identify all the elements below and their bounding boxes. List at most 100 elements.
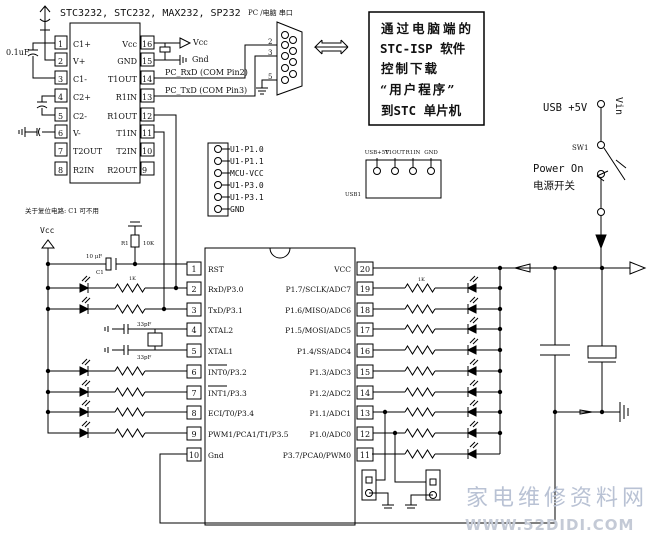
v-plus-wire <box>39 5 55 61</box>
r1out-wire <box>154 114 177 288</box>
power-cap-2 <box>587 268 617 412</box>
pin-name: VCC <box>333 265 351 274</box>
resistor-icon <box>404 304 436 314</box>
pin-name: P1.7/SCLK/ADC7 <box>286 285 352 294</box>
txd-label: PC_TxD (COM Pin3) <box>165 86 247 95</box>
pin-name: R2IN <box>73 166 94 175</box>
led-icon <box>466 428 477 438</box>
programming-header <box>207 142 229 217</box>
pin-box <box>186 302 202 317</box>
pin-name: P1.0/ADC0 <box>310 430 352 439</box>
pin-box <box>186 426 202 441</box>
pin-number: 9 <box>142 166 147 175</box>
pin-box <box>54 70 68 85</box>
pin-box <box>356 302 374 317</box>
db9-title: PC /电脑 串口 <box>248 8 293 17</box>
pin-name: XTAL2 <box>208 326 233 335</box>
terminal-icon <box>597 208 605 216</box>
resistor-icon <box>404 366 436 376</box>
resistor-icon <box>114 387 146 397</box>
pin-name: INT1/P3.3 <box>208 389 247 398</box>
resistor-icon <box>404 345 436 355</box>
vcc-label-left: Vcc <box>40 226 55 235</box>
junction-dot <box>599 409 605 415</box>
pin-number: 8 <box>58 166 63 175</box>
led-icon <box>79 407 90 417</box>
db9-pin-icon <box>281 64 289 72</box>
led-light-icon <box>469 337 479 345</box>
pin-name: T2OUT <box>73 147 103 156</box>
double-arrow-body <box>321 40 342 54</box>
usb-label: USB+5V <box>365 150 391 156</box>
pin-number: 12 <box>142 112 152 121</box>
usb-pin-icon <box>409 167 417 175</box>
pin-name: V- <box>72 129 81 138</box>
pin-number: 2 <box>58 57 63 66</box>
db9-pin-3: 3 <box>268 49 272 57</box>
led-light-icon <box>469 275 479 283</box>
resistor-icon <box>114 366 146 376</box>
header-pin-icon <box>214 157 222 165</box>
pin-name: T1IN <box>116 129 137 138</box>
pin-box <box>54 161 68 176</box>
c1-value: 10 μF <box>86 254 102 260</box>
vcc-label: Vcc <box>192 38 208 47</box>
pin-box <box>356 447 374 462</box>
usb-connector <box>365 159 442 199</box>
reset-note: 关于复位电路: C1 可不用 <box>25 206 99 215</box>
pin-name: P1.1/ADC1 <box>310 409 351 418</box>
r1-wire <box>128 221 142 264</box>
db9-pin-icon <box>289 58 297 66</box>
db9-pin-icon <box>281 41 289 49</box>
header-pin-icon <box>214 205 222 213</box>
led-light-icon <box>81 296 91 304</box>
usb-label: R1IN <box>406 150 421 156</box>
pin-name: C2- <box>73 112 87 121</box>
pin-number: 1 <box>58 40 63 49</box>
txout-wire <box>154 44 277 79</box>
c1-wire <box>48 257 187 271</box>
pin-box <box>140 35 155 50</box>
resistor-icon <box>404 324 436 334</box>
pin-name: C2+ <box>73 93 91 102</box>
pin-box <box>54 35 68 50</box>
pin-number: 14 <box>360 389 370 398</box>
t1in-wire <box>154 131 165 309</box>
jumper-pin <box>365 476 373 484</box>
junction-dot <box>45 261 51 267</box>
info-line: 控制下载 <box>381 61 439 76</box>
r1-name: R1 <box>121 241 129 247</box>
pin-box <box>186 261 202 276</box>
header-label: U1-P3.0 <box>230 181 264 190</box>
pin-box <box>186 364 202 379</box>
pin-number: 15 <box>360 368 370 377</box>
pin-box <box>356 343 374 358</box>
db9-pin-icon <box>281 31 289 39</box>
pin-number: 19 <box>360 285 370 294</box>
pin-number: 7 <box>191 389 196 398</box>
pin-name: P1.4/SS/ADC4 <box>297 347 351 356</box>
pin-box <box>356 405 374 420</box>
pin-name: TxD/P3.1 <box>208 306 243 315</box>
power-on-label: Power On <box>533 163 584 175</box>
pin-box <box>54 52 68 67</box>
db9-pin-icon <box>289 70 297 78</box>
pin-number: 15 <box>142 57 152 66</box>
pin-box <box>186 385 202 400</box>
pin-name: V+ <box>72 57 85 66</box>
pin-name: P1.5/MOSI/ADC5 <box>285 326 351 335</box>
arrow-icon <box>579 409 593 415</box>
power-wire <box>595 178 607 268</box>
pin-name: C1+ <box>73 40 91 49</box>
usb-pin-icon <box>373 167 381 175</box>
pin-number: 10 <box>142 147 152 156</box>
xtal2-cap <box>104 324 187 334</box>
pin-name: P3.7/PCA0/PWM0 <box>283 451 351 460</box>
pin-box <box>186 281 202 296</box>
header-pin-icon <box>214 169 222 177</box>
pin-number: 8 <box>191 409 196 418</box>
pin-box <box>356 281 374 296</box>
info-line: “用户程序” <box>380 82 456 97</box>
pin-number: 12 <box>360 430 370 439</box>
pin-number: 20 <box>360 265 370 274</box>
